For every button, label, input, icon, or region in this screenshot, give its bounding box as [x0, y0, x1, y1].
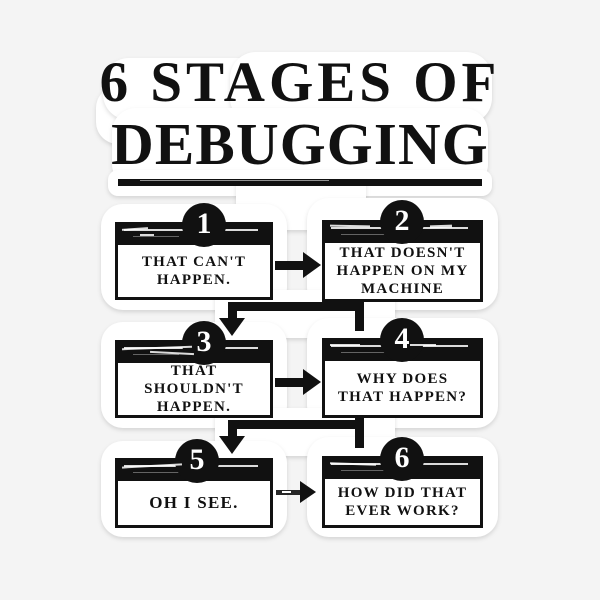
flow-box-1-text: THAT CAN'T HAPPEN.	[142, 253, 246, 290]
flow-box-5-body: OH I SEE.	[118, 481, 270, 525]
flow-box-5: OH I SEE.	[115, 458, 273, 528]
flow-box-6-text: HOW DID THAT EVER WORK?	[338, 484, 468, 521]
connector-2-to-3-arrowhead	[219, 318, 245, 336]
flow-box-2-line-1: THAT DOESN'T	[339, 244, 466, 261]
connector-3-to-4-shaft	[275, 378, 307, 387]
step-number-badge-4: 4	[380, 318, 424, 362]
flow-box-1-body: THAT CAN'T HAPPEN.	[118, 245, 270, 297]
connector-3-to-4-arrowhead	[303, 369, 321, 395]
connector-2-to-3-drop	[228, 302, 237, 322]
flow-box-3-body: THAT SHOULDN'T HAPPEN.	[118, 362, 270, 417]
flow-box-4-line-1: WHY DOES	[356, 370, 449, 387]
flow-box-2-line-2: HAPPEN ON MY	[336, 262, 469, 279]
flow-box-3-line-1: THAT SHOULDN'T	[144, 362, 244, 397]
flow-box-5-line-1: OH I SEE.	[149, 492, 239, 512]
step-number-badge-6: 6	[380, 437, 424, 481]
connector-4-to-5-across	[228, 420, 364, 429]
connector-5-to-6-arrowhead	[300, 481, 316, 503]
flow-box-6-body: HOW DID THAT EVER WORK?	[325, 479, 480, 525]
flow-box-1-line-2: HAPPEN.	[156, 272, 232, 288]
flow-box-6-line-2: EVER WORK?	[345, 503, 460, 519]
flow-box-3-text: THAT SHOULDN'T HAPPEN.	[126, 362, 262, 417]
connector-2-to-3-across	[228, 302, 364, 311]
connector-4-to-5-down	[355, 418, 364, 448]
flow-box-4-line-2: THAT HAPPEN?	[337, 389, 468, 405]
flow-box-5-text: OH I SEE.	[149, 493, 238, 514]
flow-box-4-body: WHY DOES THAT HAPPEN?	[325, 361, 480, 415]
step-number-badge-3: 3	[182, 321, 226, 365]
flow-box-2-text: THAT DOESN'T HAPPEN ON MY MACHINE	[337, 244, 469, 299]
connector-5-to-6-distress	[282, 491, 291, 493]
step-number-badge-1: 1	[182, 203, 226, 247]
flow-box-3-line-2: HAPPEN.	[156, 399, 232, 416]
title-divider-rule	[118, 179, 482, 186]
connector-1-to-2-shaft	[275, 261, 307, 270]
flow-box-2-line-3: MACHINE	[360, 281, 445, 298]
connector-4-to-5-drop	[228, 420, 237, 440]
connector-1-to-2-arrowhead	[303, 252, 321, 278]
step-number-badge-2: 2	[380, 200, 424, 244]
connector-2-to-3-down	[355, 302, 364, 331]
step-number-badge-5: 5	[175, 439, 219, 483]
flow-box-2-body: THAT DOESN'T HAPPEN ON MY MACHINE	[325, 243, 480, 299]
flow-box-6-line-1: HOW DID THAT	[337, 484, 468, 501]
flow-box-4-text: WHY DOES THAT HAPPEN?	[338, 370, 467, 407]
flow-box-1-line-1: THAT CAN'T	[141, 253, 247, 270]
connector-4-to-5-arrowhead	[219, 436, 245, 454]
